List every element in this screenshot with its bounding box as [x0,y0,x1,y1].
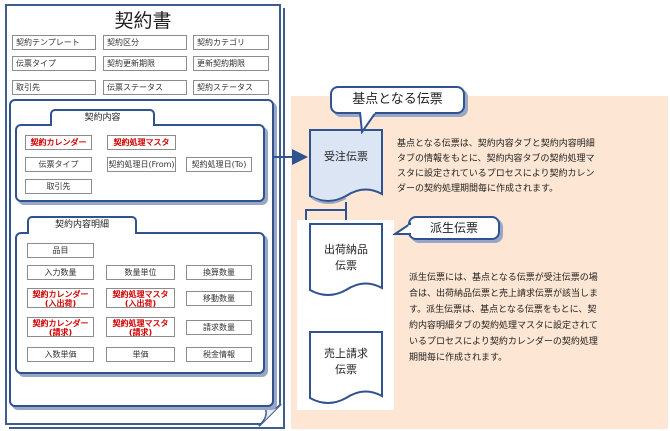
process-date-from-field[interactable]: 契約処理日(From) [107,157,176,172]
page-fold-icon [258,403,282,427]
tab-contract-details[interactable]: 契約内容明細 [27,216,137,234]
contract-category-field[interactable]: 契約カテゴリ [193,35,269,50]
derived-slip-description: 派生伝票には、基点となる伝票が受注伝票の場 合は、出荷納品伝票と売上請求伝票が該… [409,270,667,366]
contents-slip-type-field[interactable]: 伝票タイプ [25,157,92,172]
tab-joint [52,124,153,127]
calendar-billing-field[interactable]: 契約カレンダー (請求) [27,317,94,337]
base-desc-line: ダーの契約処理期間毎に作成されます。 [397,184,559,194]
calendar-shipping-line2: (入出荷) [44,299,77,308]
sales-slip-label-line1: 売上請求 [324,347,368,360]
renewed-deadline-field[interactable]: 更新契約期限 [193,56,269,71]
calendar-billing-line2: (請求) [48,328,73,337]
master-billing-line2: (請求) [128,328,153,337]
converted-qty-field[interactable]: 換算数量 [186,265,252,280]
shipping-slip-label-line1: 出荷納品 [324,243,368,256]
input-qty-field[interactable]: 入力数量 [27,265,94,280]
sales-slip-label-line2: 伝票 [335,363,357,376]
calendar-billing-line1: 契約カレンダー [32,319,89,328]
contract-master-field[interactable]: 契約処理マスタ [107,135,176,150]
customer-field[interactable]: 取引先 [12,80,96,95]
derived-slip-callout: 派生伝票 [408,216,500,240]
contract-type-field[interactable]: 契約区分 [103,35,187,50]
base-slip-callout: 基点となる伝票 [330,86,465,114]
master-shipping-field[interactable]: 契約処理マスタ (入出荷) [106,288,175,308]
sales-slip-shape [309,331,383,404]
callout-pointer [393,222,411,235]
shipping-slip-shape [309,223,383,296]
base-desc-line: タブの情報をもとに、契約内容タブの契約処理マ [397,154,595,164]
qty-unit-field[interactable]: 数量単位 [106,265,175,280]
sales-slip-label: 売上請求 伝票 [310,346,382,378]
derived-desc-line: 約内容明細タブの契約処理マスタに設定されて [409,321,598,331]
callout-pointer [358,112,378,134]
contents-customer-field[interactable]: 取引先 [25,179,92,194]
tax-info-field[interactable]: 税金情報 [186,347,252,362]
master-shipping-line2: (入出荷) [124,299,157,308]
item-field[interactable]: 品目 [27,243,94,258]
derived-desc-line: いるプロセスにより契約カレンダーの契約処理 [409,337,598,347]
base-desc-line: スタに設定されているプロセスにより契約カレン [397,169,595,179]
renewal-deadline-field[interactable]: 契約更新期限 [103,56,187,71]
template-field[interactable]: 契約テンプレート [12,35,96,50]
master-shipping-line1: 契約処理マスタ [112,290,169,299]
contract-calendar-field[interactable]: 契約カレンダー [25,135,92,150]
order-slip-label: 受注伝票 [324,150,368,163]
calendar-shipping-line1: 契約カレンダー [32,290,89,299]
master-billing-field[interactable]: 契約処理マスタ (請求) [106,317,175,337]
master-billing-line1: 契約処理マスタ [112,319,169,328]
base-slip-description: 基点となる伝票は、契約内容タブと契約内容明細 タブの情報をもとに、契約内容タブの… [397,137,667,197]
base-desc-line: 基点となる伝票は、契約内容タブと契約内容明細 [397,139,595,149]
input-price-field[interactable]: 入数単価 [27,347,94,362]
process-date-to-field[interactable]: 契約処理日(To) [186,157,252,172]
move-qty-field[interactable]: 移動数量 [186,291,252,306]
shipping-slip-label-line2: 伝票 [335,259,357,272]
tab-joint [29,232,135,235]
shipping-slip-label: 出荷納品 伝票 [310,242,382,274]
derived-desc-line: 期間毎に作成されます。 [409,353,508,363]
calendar-shipping-field[interactable]: 契約カレンダー (入出荷) [27,288,94,308]
derived-desc-line: す。派生伝票は、基点となる伝票をもとに、契 [409,305,597,315]
contract-status-field[interactable]: 契約ステータス [193,80,269,95]
billing-qty-field[interactable]: 請求数量 [186,320,252,335]
derived-desc-line: 派生伝票には、基点となる伝票が受注伝票の場 [409,273,598,283]
slip-type-field[interactable]: 伝票タイプ [12,56,96,71]
tab-contract-contents[interactable]: 契約内容 [50,109,155,126]
slip-status-field[interactable]: 伝票ステータス [103,80,187,95]
contract-title: 契約書 [114,10,172,32]
unit-price-field[interactable]: 単価 [106,347,175,362]
derived-desc-line: 合は、出荷納品伝票と売上請求伝票が該当しま [409,289,599,299]
order-slip-shape [309,129,383,204]
